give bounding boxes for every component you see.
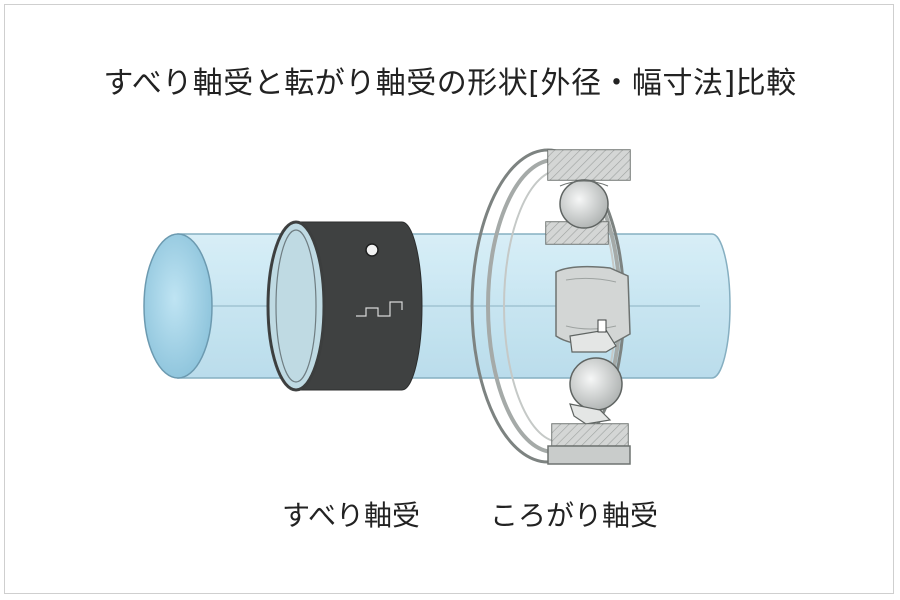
plain-bearing-label: すべり軸受 [282,499,421,532]
shaft [143,233,731,379]
rolling-bearing-section-lower [547,423,631,465]
figure-title: すべり軸受と転がり軸受の形状[外径・幅寸法]比較 [103,66,797,101]
rolling-bearing-section-upper [545,149,631,245]
rolling-bearing-inner-race [555,265,631,346]
rolling-bearing-label: ころがり軸受 [490,499,659,532]
rolling-bearing-ball-cage [569,319,623,425]
plain-bearing-bushing [266,220,423,392]
